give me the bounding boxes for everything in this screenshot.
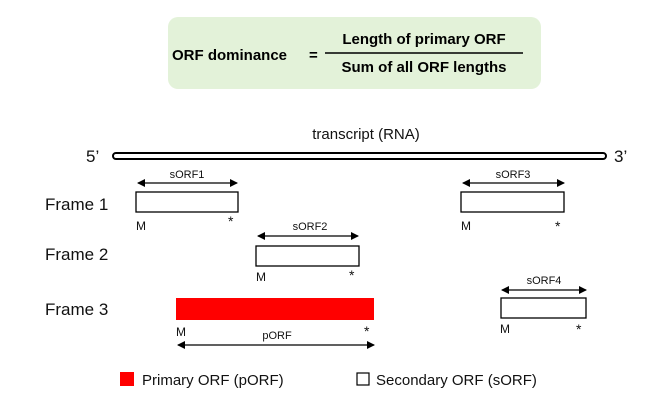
stop-codon-label: * bbox=[364, 323, 370, 339]
orf-name: sORF4 bbox=[527, 275, 562, 287]
secondary-legend-swatch bbox=[356, 372, 370, 386]
orf-sorf2: sORF2 M * bbox=[255, 221, 360, 284]
frame-labels: Frame 1 Frame 2 Frame 3 bbox=[45, 195, 108, 319]
transcript: transcript (RNA) 5’ 3’ bbox=[86, 126, 627, 166]
orf-porf: M * pORF bbox=[176, 298, 375, 349]
stop-codon-label: * bbox=[228, 213, 234, 229]
frame-3-label: Frame 3 bbox=[45, 300, 108, 319]
start-codon-label: M bbox=[461, 219, 471, 233]
formula: ORF dominance = Length of primary ORF Su… bbox=[168, 17, 541, 89]
three-prime-label: 3’ bbox=[614, 147, 627, 166]
orf-box bbox=[176, 298, 374, 320]
formula-denominator: Sum of all ORF lengths bbox=[341, 59, 506, 76]
orf-box bbox=[135, 191, 239, 213]
orf-name: sORF3 bbox=[496, 169, 531, 181]
formula-numerator: Length of primary ORF bbox=[342, 31, 505, 48]
orf-name: sORF1 bbox=[170, 169, 205, 181]
orf-sorf4: sORF4 M * bbox=[500, 275, 587, 337]
formula-equals: = bbox=[309, 47, 318, 64]
start-codon-label: M bbox=[500, 322, 510, 336]
stop-codon-label: * bbox=[349, 267, 355, 283]
secondary-legend-label: Secondary ORF (sORF) bbox=[376, 372, 537, 389]
frame-1-label: Frame 1 bbox=[45, 195, 108, 214]
orf-name: sORF2 bbox=[293, 221, 328, 233]
orf-name: pORF bbox=[262, 330, 292, 342]
transcript-label: transcript (RNA) bbox=[312, 126, 420, 143]
transcript-line bbox=[112, 152, 607, 160]
frame-2-label: Frame 2 bbox=[45, 245, 108, 264]
orf-box bbox=[255, 245, 360, 267]
formula-lhs: ORF dominance bbox=[172, 47, 287, 64]
stop-codon-label: * bbox=[576, 321, 582, 337]
stop-codon-label: * bbox=[555, 218, 561, 234]
five-prime-label: 5’ bbox=[86, 147, 99, 166]
primary-legend-label: Primary ORF (pORF) bbox=[142, 372, 284, 389]
start-codon-label: M bbox=[136, 219, 146, 233]
orf-box bbox=[460, 191, 565, 213]
start-codon-label: M bbox=[176, 325, 186, 339]
orf-box bbox=[500, 297, 587, 319]
legend: Primary ORF (pORF) Secondary ORF (sORF) bbox=[120, 372, 537, 389]
orf-sorf3: sORF3 M * bbox=[460, 169, 565, 234]
primary-legend-swatch bbox=[120, 372, 134, 386]
start-codon-label: M bbox=[256, 270, 266, 284]
orf-sorf1: sORF1 M * bbox=[135, 169, 239, 233]
